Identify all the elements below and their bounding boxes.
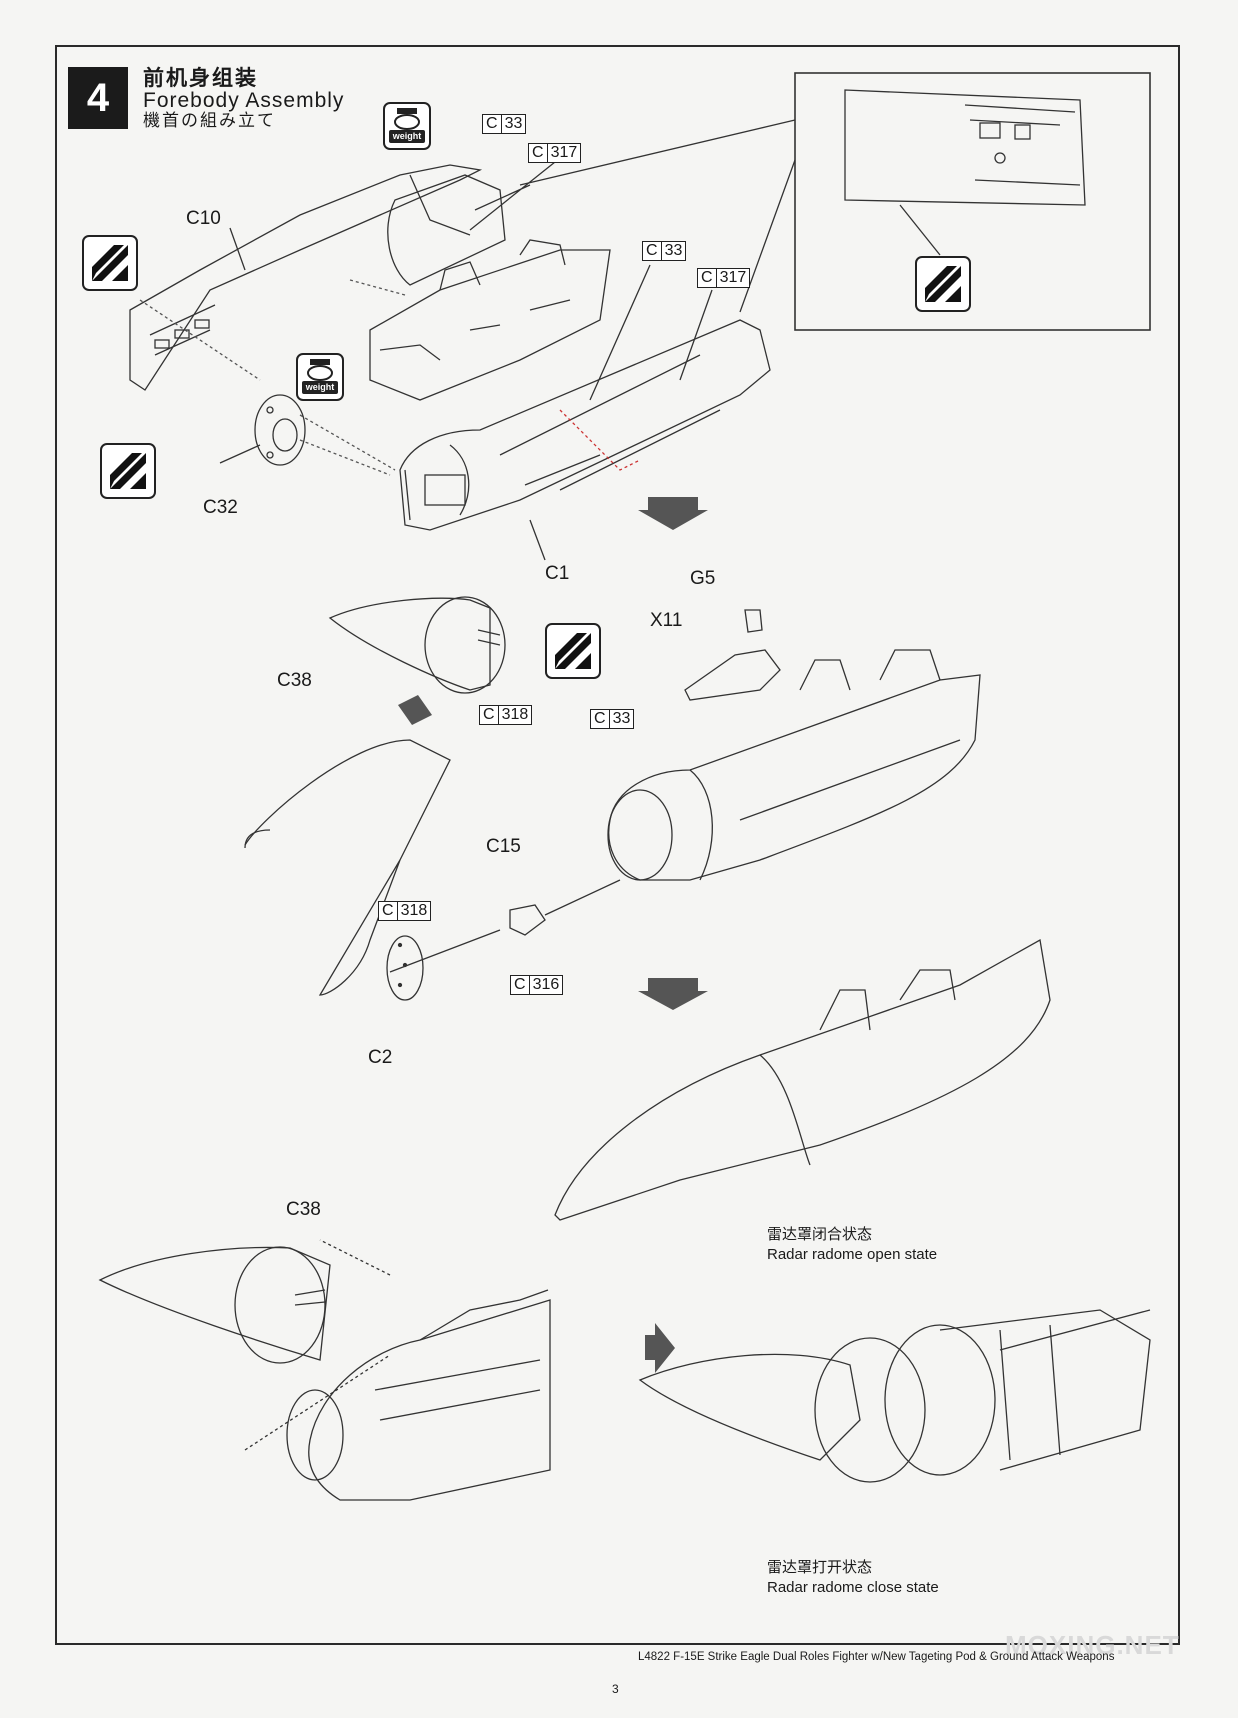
canopy-frame-top bbox=[387, 174, 506, 286]
part-label-x11: X11 bbox=[650, 610, 683, 631]
part-label-c1: C1 bbox=[545, 563, 570, 584]
glue-icon bbox=[110, 453, 146, 489]
page-number: 3 bbox=[612, 1682, 619, 1696]
c1-fuselage bbox=[399, 319, 771, 531]
c2-guide-lines bbox=[389, 879, 621, 973]
weight-label: weight bbox=[389, 130, 425, 143]
caption-open-en: Radar radome open state bbox=[767, 1246, 938, 1264]
caption-close-cn: 雷达罩打开状态 bbox=[767, 1559, 873, 1576]
assembly-guide-lines bbox=[139, 279, 406, 476]
caption-close-en: Radar radome close state bbox=[767, 1579, 939, 1597]
weight-label: weight bbox=[302, 381, 338, 394]
c32-bulkhead bbox=[254, 394, 306, 466]
glue-icon bbox=[925, 266, 961, 302]
step-title-cn: 前机身组装 bbox=[143, 67, 258, 90]
step-title-jp: 機首の組み立て bbox=[143, 111, 276, 131]
attach-points bbox=[559, 409, 641, 471]
leader-lines bbox=[219, 157, 561, 561]
step-title: 前机身组装 Forebody Assembly 機首の組み立て bbox=[143, 67, 345, 131]
glue-icon-top-left bbox=[82, 235, 138, 291]
c2-plate bbox=[386, 935, 424, 1001]
c38-radome-bottom bbox=[98, 1246, 331, 1364]
x11-canopy bbox=[684, 609, 781, 701]
radome-dashed-outline bbox=[244, 739, 451, 996]
footer-text: L4822 F-15E Strike Eagle Dual Roles Figh… bbox=[638, 1651, 1115, 1663]
part-label-c38: C38 bbox=[277, 670, 312, 691]
down-arrows bbox=[398, 497, 708, 1373]
glue-icon-middle bbox=[545, 623, 601, 679]
glue-icon bbox=[92, 245, 128, 281]
caption-radome-close: 雷达罩打开状态 Radar radome close state bbox=[767, 1558, 939, 1599]
c15-part bbox=[509, 904, 546, 936]
nose-cutaway-left bbox=[286, 1289, 551, 1501]
detail-inset-box bbox=[794, 72, 1151, 331]
glue-icon bbox=[555, 633, 591, 669]
step-number: 4 bbox=[68, 67, 128, 129]
caption-open-cn: 雷达罩闭合状态 bbox=[767, 1226, 873, 1243]
inset-canopy-frame bbox=[844, 89, 1086, 256]
radome-open-right bbox=[638, 1309, 1151, 1483]
c38-radome-middle bbox=[328, 596, 506, 694]
part-label-c2: C2 bbox=[368, 1047, 393, 1068]
part-label-c15: C15 bbox=[486, 836, 521, 857]
part-label-c38-bottom: C38 bbox=[286, 1199, 321, 1220]
weight-icon-top: weight bbox=[383, 102, 431, 150]
caption-radome-open: 雷达罩闭合状态 Radar radome open state bbox=[767, 1225, 937, 1266]
leader-lines-2 bbox=[589, 264, 713, 401]
weight-jar-icon bbox=[394, 108, 420, 130]
page-frame bbox=[55, 45, 1180, 1645]
step-title-en: Forebody Assembly bbox=[143, 89, 345, 113]
glue-icon-inset bbox=[915, 256, 971, 312]
watermark: MOXING.NET bbox=[1005, 1630, 1180, 1660]
weight-jar-icon bbox=[307, 359, 333, 381]
glue-icon-left bbox=[100, 443, 156, 499]
nose-section-middle bbox=[607, 649, 981, 881]
part-label-c32: C32 bbox=[203, 497, 238, 518]
cockpit-tub bbox=[369, 239, 611, 401]
part-label-g5: G5 bbox=[690, 568, 716, 589]
nose-section-closed bbox=[554, 938, 1051, 1221]
bottom-guide-lines bbox=[244, 1239, 391, 1451]
c10-side-panel bbox=[129, 164, 483, 391]
weight-icon-middle: weight bbox=[296, 353, 344, 401]
part-label-c10: C10 bbox=[186, 208, 221, 229]
